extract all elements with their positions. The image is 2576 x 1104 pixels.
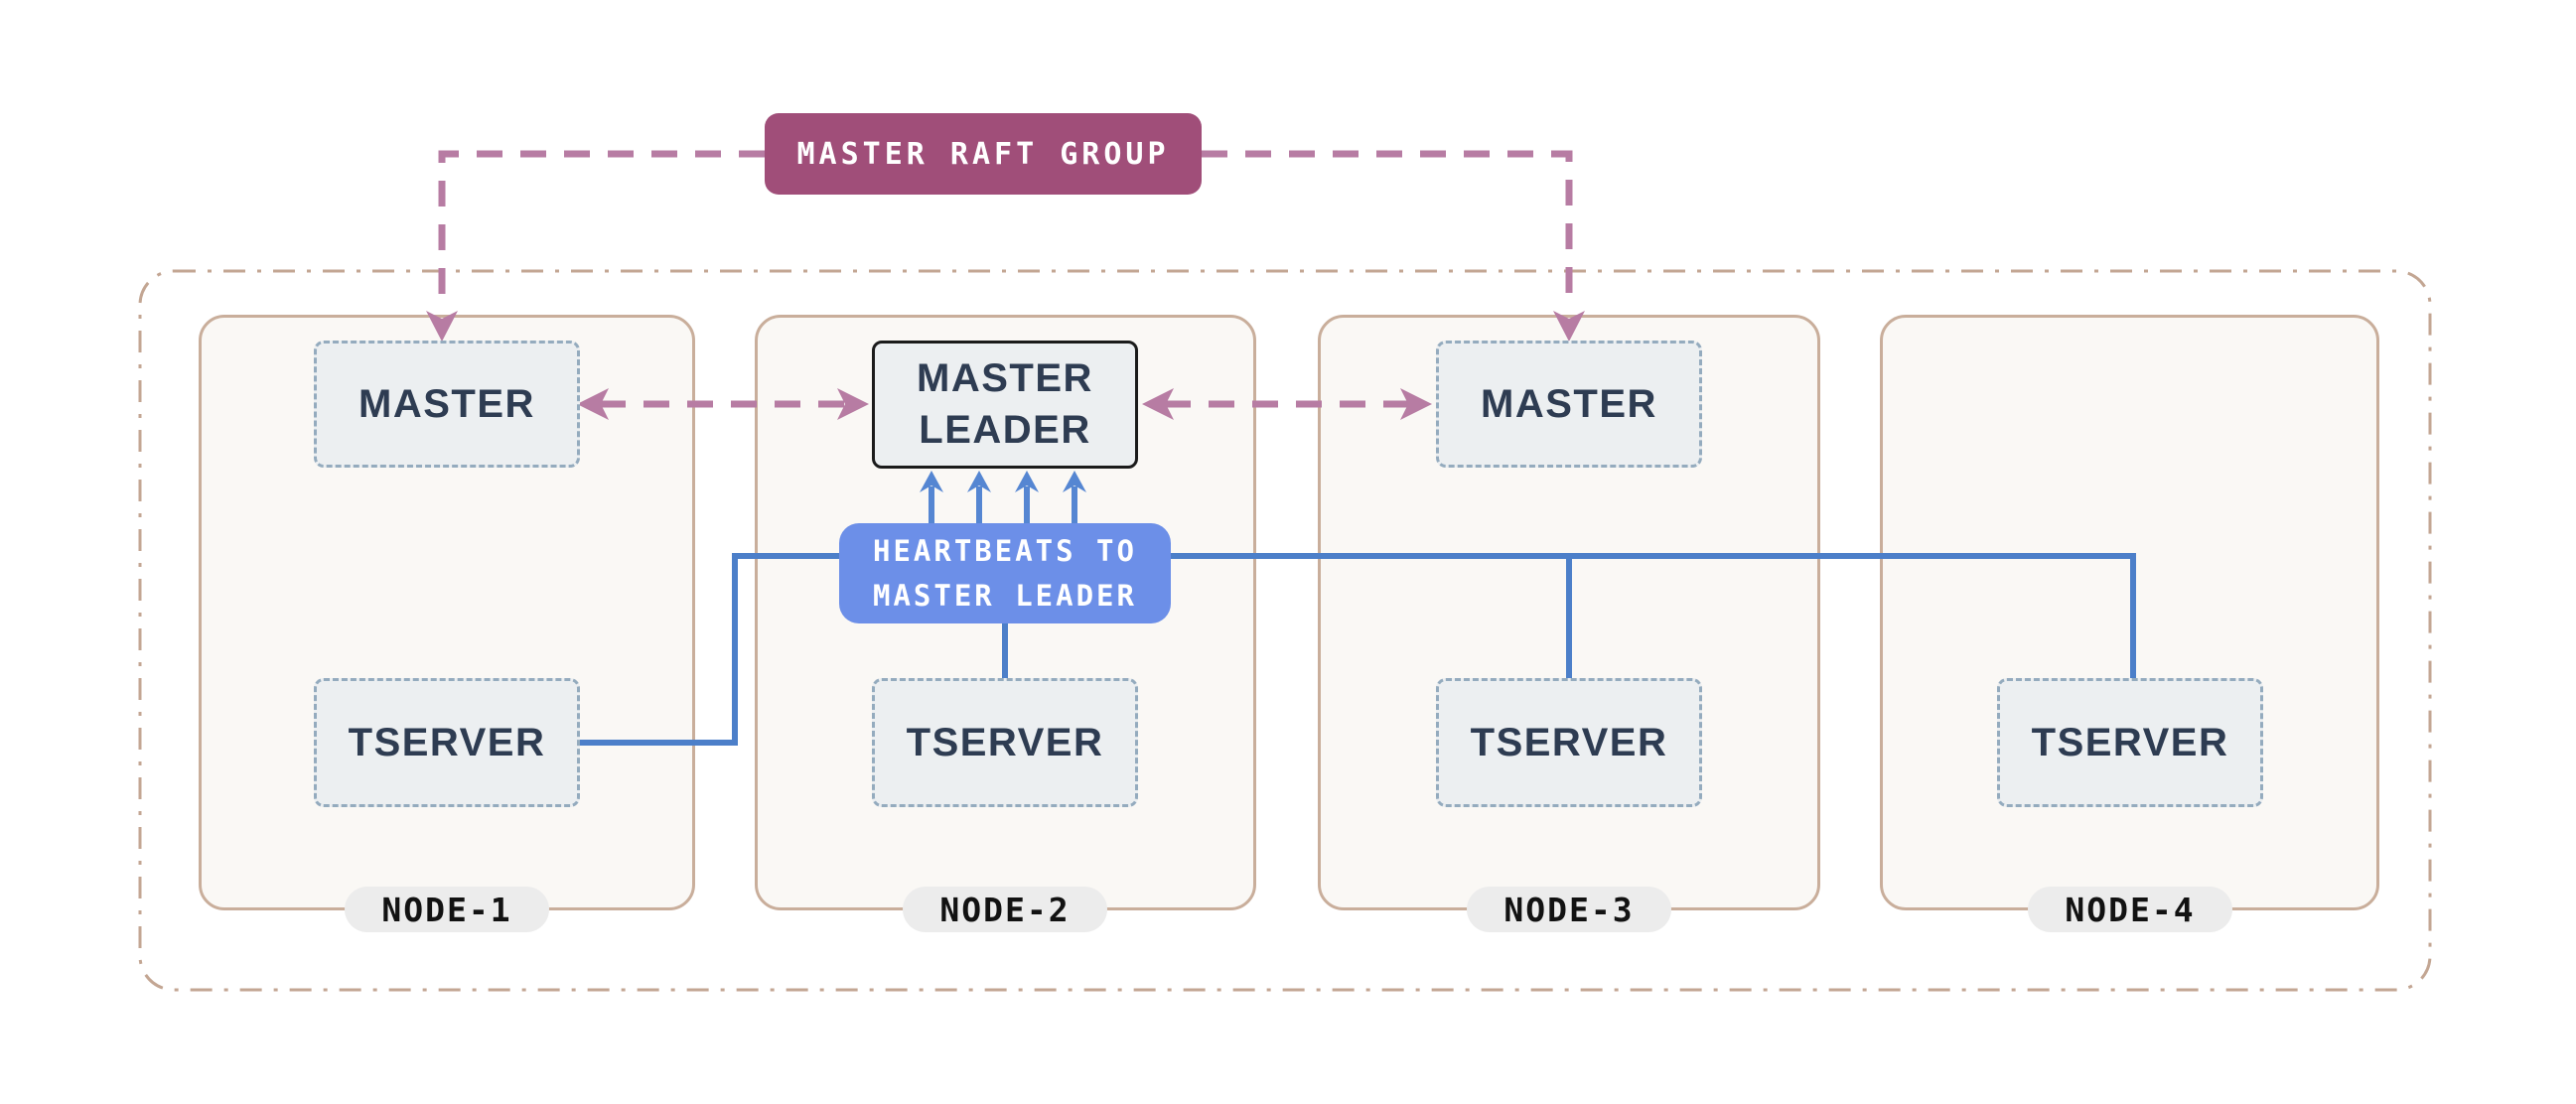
cluster-boundary [138, 269, 2432, 992]
node-4-box [1880, 315, 2379, 910]
heartbeat-wire-tserver1 [576, 553, 839, 746]
raft-link-to-node3-master [1202, 150, 1573, 310]
arrow-right-master3-icon [1400, 388, 1432, 420]
arrow-down-node1-master-icon [426, 311, 458, 342]
heartbeat-wire-tserver4 [1171, 553, 2136, 679]
arrow-left-leader-icon [1142, 388, 1174, 420]
heartbeat-arrows-to-leader [920, 471, 1086, 526]
arrow-right-leader-icon [837, 388, 869, 420]
arrow-down-node3-master-icon [1553, 311, 1585, 342]
raft-link-to-node1-master [438, 150, 765, 310]
arrow-left-master1-icon [577, 388, 609, 420]
